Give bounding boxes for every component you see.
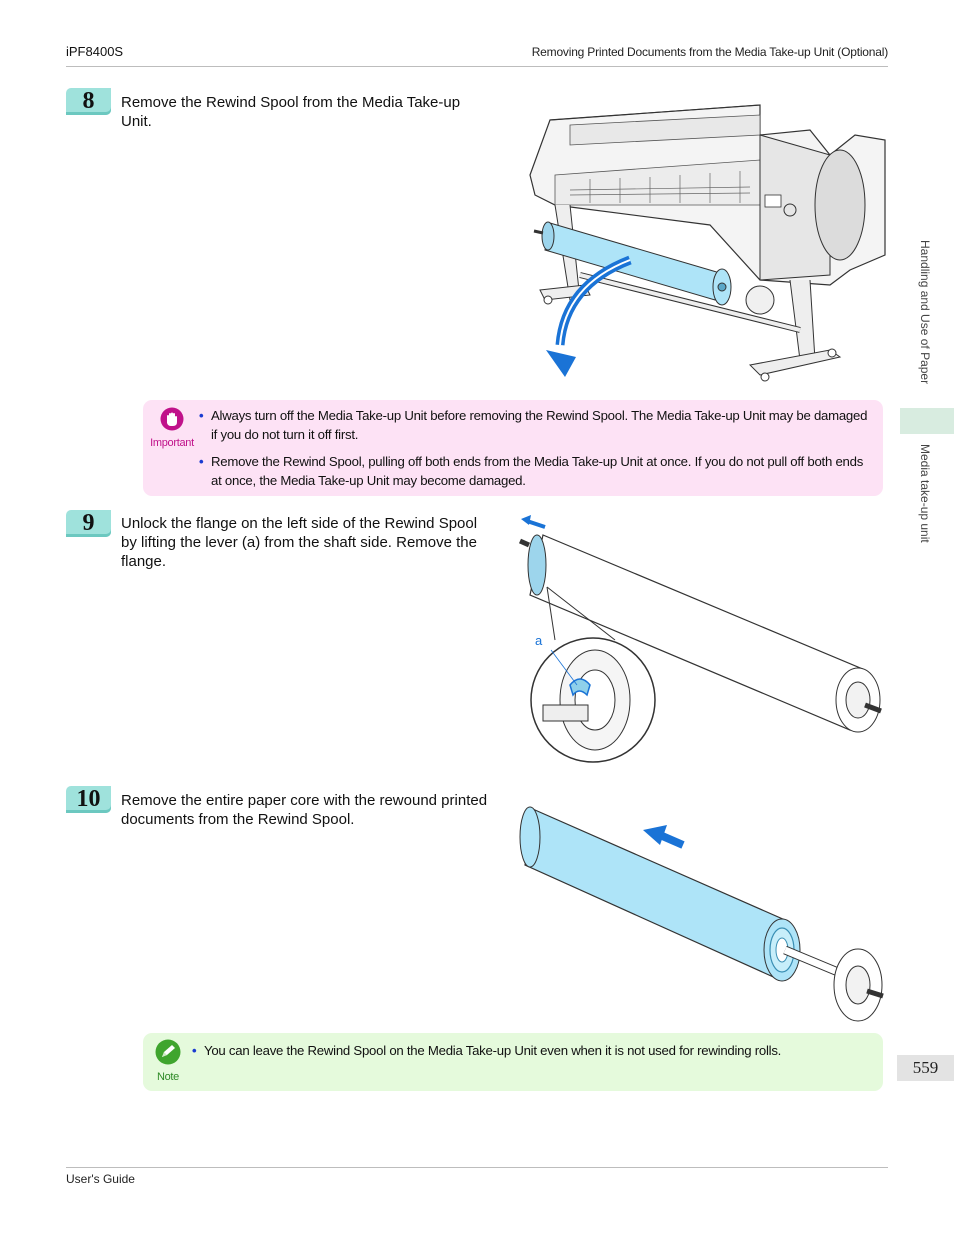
important-marker: Important: [149, 407, 195, 449]
flange-unlock-illustration: a: [518, 515, 882, 763]
header-section-title: Removing Printed Documents from the Medi…: [531, 45, 888, 59]
footer-divider: [66, 1167, 888, 1168]
bullet-icon: •: [199, 454, 204, 469]
note-list: • You can leave the Rewind Spool on the M…: [192, 1041, 869, 1060]
header-model: iPF8400S: [66, 44, 124, 59]
note-marker: Note: [145, 1039, 191, 1083]
important-item: • Always turn off the Media Take-up Unit …: [199, 406, 869, 444]
important-callout: Important • Always turn off the Media Tak…: [143, 400, 883, 496]
note-item: • You can leave the Rewind Spool on the M…: [192, 1041, 869, 1060]
important-item: • Remove the Rewind Spool, pulling off bo…: [199, 452, 869, 490]
side-tab-section[interactable]: Media take-up unit: [918, 444, 932, 543]
note-pencil-icon: [155, 1039, 181, 1065]
paper-core-removal-illustration: [519, 806, 884, 1022]
bullet-icon: •: [199, 408, 204, 423]
side-tab-marker: [900, 408, 954, 434]
important-hand-icon: [160, 407, 184, 431]
step-10-badge: 10: [66, 786, 111, 813]
printer-spool-removal-illustration: [529, 104, 886, 382]
note-callout: Note • You can leave the Rewind Spool on …: [143, 1033, 883, 1091]
step-8-badge: 8: [66, 88, 111, 115]
note-item-text: You can leave the Rewind Spool on the Me…: [204, 1043, 782, 1058]
header-divider: [66, 66, 888, 67]
important-label: Important: [150, 437, 194, 449]
important-item-text: Always turn off the Media Take-up Unit b…: [211, 408, 868, 442]
step-10-text: Remove the entire paper core with the re…: [121, 792, 488, 828]
lever-label: a: [535, 633, 543, 648]
bullet-icon: •: [192, 1043, 197, 1058]
step-8-text: Remove the Rewind Spool from the Media T…: [121, 94, 461, 130]
step-9-badge: 9: [66, 510, 111, 537]
step-9-text: Unlock the flange on the left side of th…: [121, 515, 478, 570]
note-label: Note: [156, 1071, 180, 1083]
important-list: • Always turn off the Media Take-up Unit …: [199, 406, 869, 490]
page-number: 559: [897, 1055, 954, 1081]
footer-guide-title: User's Guide: [66, 1172, 135, 1186]
important-item-text: Remove the Rewind Spool, pulling off bot…: [211, 454, 864, 488]
side-tab-chapter[interactable]: Handling and Use of Paper: [918, 240, 932, 385]
